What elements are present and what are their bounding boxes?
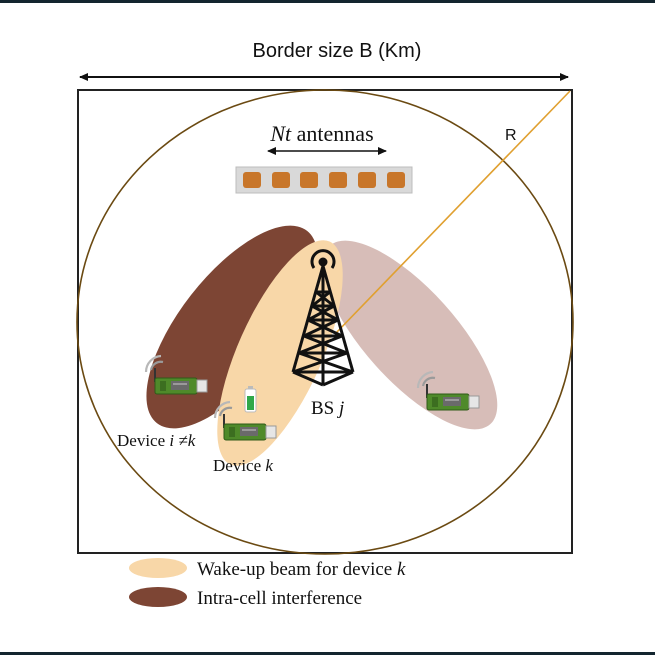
cell-boundary-circle (76, 89, 574, 555)
antenna-element (329, 172, 347, 188)
antenna-panel (235, 166, 413, 194)
bottom-border-bar (0, 652, 655, 655)
battery-icon (244, 386, 257, 413)
device-i-label: Device i ≠k (117, 431, 196, 450)
base-station-label: BS j (311, 398, 344, 419)
device-k-label: Device k (213, 456, 273, 475)
antenna-array: Nt antennas (235, 121, 413, 194)
border-size-title: Border size B (Km) (253, 40, 422, 62)
legend: Wake-up beam for device k Intra-cell int… (129, 558, 406, 609)
other-beam (322, 240, 498, 430)
antenna-element (358, 172, 376, 188)
radius-line (335, 90, 571, 334)
legend-label-interference: Intra-cell interference (197, 588, 362, 609)
base-station-tower-icon (291, 249, 355, 387)
antenna-element (300, 172, 318, 188)
antenna-element (243, 172, 261, 188)
top-border-bar (0, 0, 655, 3)
antenna-element (272, 172, 290, 188)
legend-swatch-wake-up (129, 558, 187, 578)
legend-label-wake-up: Wake-up beam for device k (197, 559, 406, 580)
antenna-array-label: Nt antennas (269, 121, 373, 146)
antenna-element (387, 172, 405, 188)
legend-swatch-interference (129, 587, 187, 607)
radius-label: R (505, 127, 517, 144)
